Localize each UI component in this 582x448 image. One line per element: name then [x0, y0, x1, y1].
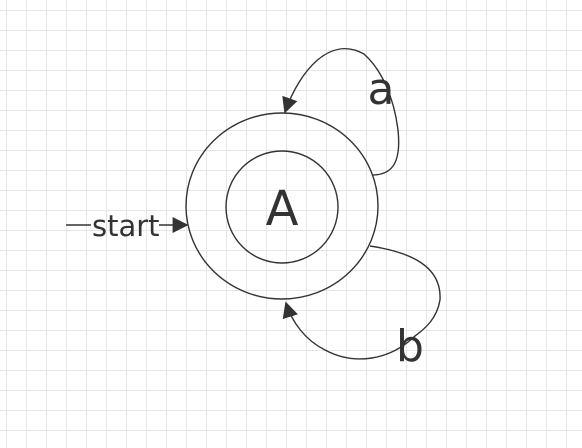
transition-a-symbol: a	[368, 64, 395, 115]
start-arrow: start	[66, 209, 189, 243]
loop-b-arc	[282, 245, 441, 360]
transition-b-symbol: b	[396, 321, 424, 372]
loop-a-arc	[282, 48, 400, 176]
state-a-inner-circle	[225, 150, 339, 264]
state-a-outer-circle	[185, 112, 379, 300]
transition-b-loop: b	[282, 245, 441, 372]
state-a: A	[185, 112, 379, 300]
state-a-label: A	[266, 181, 299, 237]
transition-a-loop: a	[282, 48, 400, 176]
start-label: start	[92, 209, 160, 243]
